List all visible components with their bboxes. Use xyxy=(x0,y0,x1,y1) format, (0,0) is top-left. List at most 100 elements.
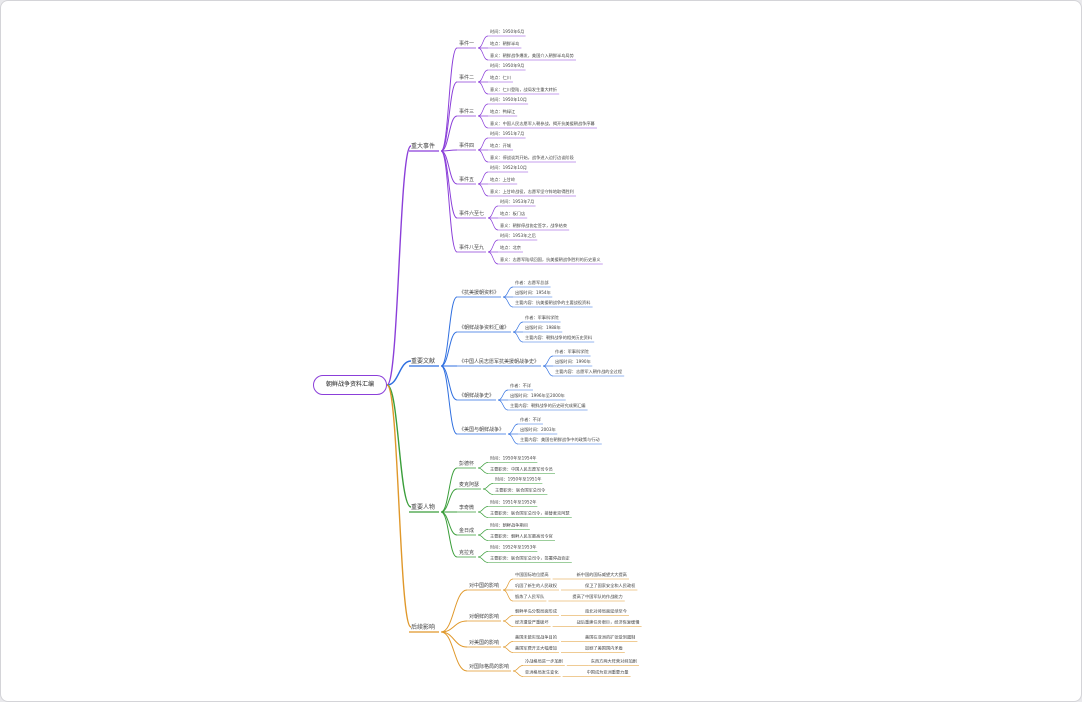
leaf-label: 作者：军事科学院 xyxy=(555,348,589,355)
connector-line xyxy=(440,365,458,435)
connector-line xyxy=(477,506,489,513)
connector-line xyxy=(502,615,514,622)
subtopic-label[interactable]: 《美国与朝鲜战争》 xyxy=(459,426,504,433)
subtopic-label[interactable]: 对美国的影响 xyxy=(469,639,499,646)
branch-4-label[interactable]: 后续影响 xyxy=(411,623,435,631)
root-topic[interactable]: 朝鲜战争资料汇编 xyxy=(313,375,387,395)
leaf-label: 时间：1950年至1951年 xyxy=(495,476,541,483)
leaf-label: 时间：1953年之后 xyxy=(500,232,536,239)
connector-line xyxy=(477,137,489,151)
subtopic-label[interactable]: 《朝鲜战争资料汇编》 xyxy=(459,324,509,331)
subtopic-label[interactable]: 事件四 xyxy=(459,142,474,149)
connector-line xyxy=(497,399,509,411)
connector-line xyxy=(440,488,458,513)
leaf-label: 时间：1950年至1954年 xyxy=(490,455,536,462)
connector-line xyxy=(440,150,458,219)
subtopic-label[interactable]: 对国际格局的影响 xyxy=(469,663,509,670)
connector-line xyxy=(477,81,489,95)
subtopic-label[interactable]: 《中国人民志愿军抗美援朝战争史》 xyxy=(459,358,539,365)
subtopic-label[interactable]: 对朝鲜的影响 xyxy=(469,613,499,620)
leaf-label: 意义：上甘岭战役，志愿军坚守阵地取得胜利 xyxy=(490,188,574,195)
subtopic-label[interactable]: 事件一 xyxy=(459,40,474,47)
leaf-label: 美国未能实现战争目的 xyxy=(515,634,557,641)
subtopic-label[interactable]: 事件五 xyxy=(459,176,474,183)
leaf-detail-label: 东西方两大阵营对峙加剧 xyxy=(591,658,637,665)
leaf-label: 地点：板门店 xyxy=(500,210,525,217)
leaf-label: 地点：上甘岭 xyxy=(490,176,515,183)
subtopic-label[interactable]: 彭德怀 xyxy=(459,460,474,467)
connector-line xyxy=(440,149,458,152)
connector-line xyxy=(477,115,489,129)
leaf-detail-label: 提高了中国军队的作战能力 xyxy=(572,593,622,600)
leaf-label: 意义：停战谈判开始，战争进入边打边谈阶段 xyxy=(490,154,575,161)
leaf-label: 冷战格局进一步加剧 xyxy=(525,658,563,665)
connector-line xyxy=(502,641,514,648)
subtopic-label[interactable]: 事件三 xyxy=(459,108,474,115)
connector-line xyxy=(542,365,554,377)
branch-3-label[interactable]: 重要人物 xyxy=(411,503,435,511)
subtopic-label[interactable]: 《抗美援朝资料》 xyxy=(459,289,499,296)
leaf-detail-label: 中国成为亚洲重要力量 xyxy=(587,669,629,676)
subtopic-label[interactable]: 克拉克 xyxy=(459,549,474,556)
connector-line xyxy=(487,239,499,253)
leaf-detail-label: 保卫了国家安全和人民政权 xyxy=(585,582,636,589)
connector-line xyxy=(477,556,489,563)
connector-line xyxy=(497,389,509,401)
connector-line xyxy=(487,251,499,265)
leaf-detail-label: 新中国的国际威望大大提高 xyxy=(577,571,627,578)
branch-1-label[interactable]: 重大事件 xyxy=(411,142,435,150)
leaf-label: 经济遭受严重破坏 xyxy=(515,619,549,626)
leaf-label: 时间：1950年10月 xyxy=(490,96,527,103)
leaf-detail-label: 战后重建任务艰巨，经济恢复缓慢 xyxy=(577,619,641,626)
subtopic-label[interactable]: 事件八至九 xyxy=(459,244,484,251)
connector-line xyxy=(386,384,412,508)
connector-line xyxy=(440,631,468,672)
connector-line xyxy=(477,47,489,61)
connector-line xyxy=(502,646,514,653)
connector-line xyxy=(512,321,524,333)
subtopic-label[interactable]: 事件二 xyxy=(459,74,474,81)
subtopic-label[interactable]: 麦克阿瑟 xyxy=(459,481,479,488)
subtopic-label[interactable]: 李奇微 xyxy=(459,504,474,511)
leaf-label: 出版时间：1990年 xyxy=(555,358,591,365)
leaf-label: 作者：不详 xyxy=(510,382,531,389)
leaf-label: 美国军费开支大幅增加 xyxy=(515,645,557,652)
leaf-label: 时间：1952年10月 xyxy=(490,164,527,171)
leaf-label: 主要职务：联合国军总司令 xyxy=(495,487,546,494)
leaf-label: 出版时间：1954年 xyxy=(515,289,551,296)
leaf-label: 主要职务：联合国军总司令，接替麦克阿瑟 xyxy=(490,510,570,517)
connector-line xyxy=(440,467,458,513)
leaf-detail-label: 南北对峙局面延续至今 xyxy=(585,608,628,615)
connector-line xyxy=(440,296,458,367)
leaf-label: 出版时间：2003年 xyxy=(520,426,556,433)
leaf-label: 地点：朝鲜半岛 xyxy=(490,40,519,47)
connector-line xyxy=(477,462,489,469)
subtopic-label[interactable]: 对中国的影响 xyxy=(469,582,499,589)
leaf-label: 主要内容：抗美援朝战争的主要战役资料 xyxy=(515,299,591,306)
connector-line xyxy=(477,69,489,83)
connector-line xyxy=(502,286,514,298)
leaf-label: 意义：仁川登陆，战局发生重大转折 xyxy=(490,86,557,93)
connector-line xyxy=(477,467,489,474)
leaf-label: 亚洲格局发生变化 xyxy=(525,669,559,676)
connector-line xyxy=(440,511,458,558)
connector-line xyxy=(482,488,494,495)
connector-line xyxy=(507,433,519,445)
connector-line xyxy=(502,296,514,308)
leaf-detail-label: 加剧了美国国内矛盾 xyxy=(585,645,624,652)
connector-line xyxy=(512,331,524,343)
leaf-label: 主要职务：联合国军总司令，签署停战协定 xyxy=(490,555,570,562)
subtopic-label[interactable]: 《朝鲜战争史》 xyxy=(459,392,494,399)
leaf-label: 出版时间：1988年 xyxy=(525,324,561,331)
leaf-label: 主要内容：美国在朝鲜战争中的政策与行动 xyxy=(520,436,600,443)
subtopic-label[interactable]: 金日成 xyxy=(459,527,474,534)
subtopic-label[interactable]: 事件六至七 xyxy=(459,210,484,217)
connector-line xyxy=(440,511,458,536)
leaf-label: 作者：军事科学院 xyxy=(525,314,559,321)
connector-line xyxy=(477,183,489,197)
leaf-label: 意义：中国人民志愿军入朝参战，揭开抗美援朝战争序幕 xyxy=(490,120,596,127)
leaf-label: 作者：不详 xyxy=(520,416,541,423)
branch-2-label[interactable]: 重要文献 xyxy=(411,357,435,365)
